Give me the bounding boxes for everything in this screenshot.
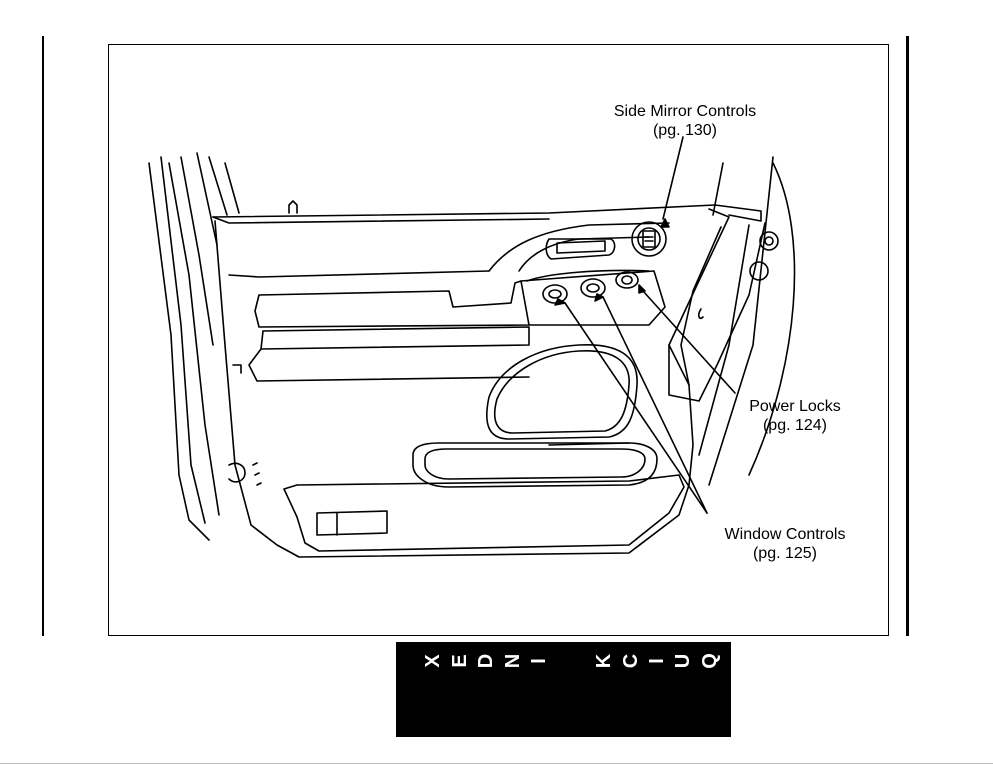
tab-letter: U [672, 650, 694, 672]
tab-letter: I [646, 650, 668, 672]
power-locks-callout: Power Locks (pg. 124) [715, 397, 875, 435]
side-mirror-controls-callout: Side Mirror Controls (pg. 130) [575, 102, 795, 140]
tab-letter: K [593, 650, 615, 672]
left-margin-rule [42, 36, 44, 636]
callout-label: Window Controls [695, 525, 875, 544]
door-main-panel [215, 221, 693, 557]
callout-page-ref[interactable]: (pg. 124) [715, 416, 875, 435]
door-panel-figure: Side Mirror Controls (pg. 130) Power Loc… [108, 44, 889, 636]
tab-letter: N [502, 650, 524, 672]
tab-letter: D [475, 650, 497, 672]
tab-letter: Q [699, 650, 721, 672]
window-controls-callout: Window Controls (pg. 125) [695, 525, 875, 563]
tab-letter: I [528, 650, 550, 672]
callout-page-ref[interactable]: (pg. 130) [575, 121, 795, 140]
quick-index-tab[interactable]: Q U I C K I N D E X [396, 642, 731, 737]
callout-label: Side Mirror Controls [575, 102, 795, 121]
tab-letter: E [449, 650, 471, 672]
tab-letter: X [422, 650, 444, 672]
callout-label: Power Locks [715, 397, 875, 416]
door-handle-and-mirror-switch [546, 222, 666, 259]
page-bottom-rule [0, 763, 993, 764]
right-margin-rule [906, 36, 909, 636]
callout-page-ref[interactable]: (pg. 125) [695, 544, 875, 563]
tab-letter: C [620, 650, 642, 672]
